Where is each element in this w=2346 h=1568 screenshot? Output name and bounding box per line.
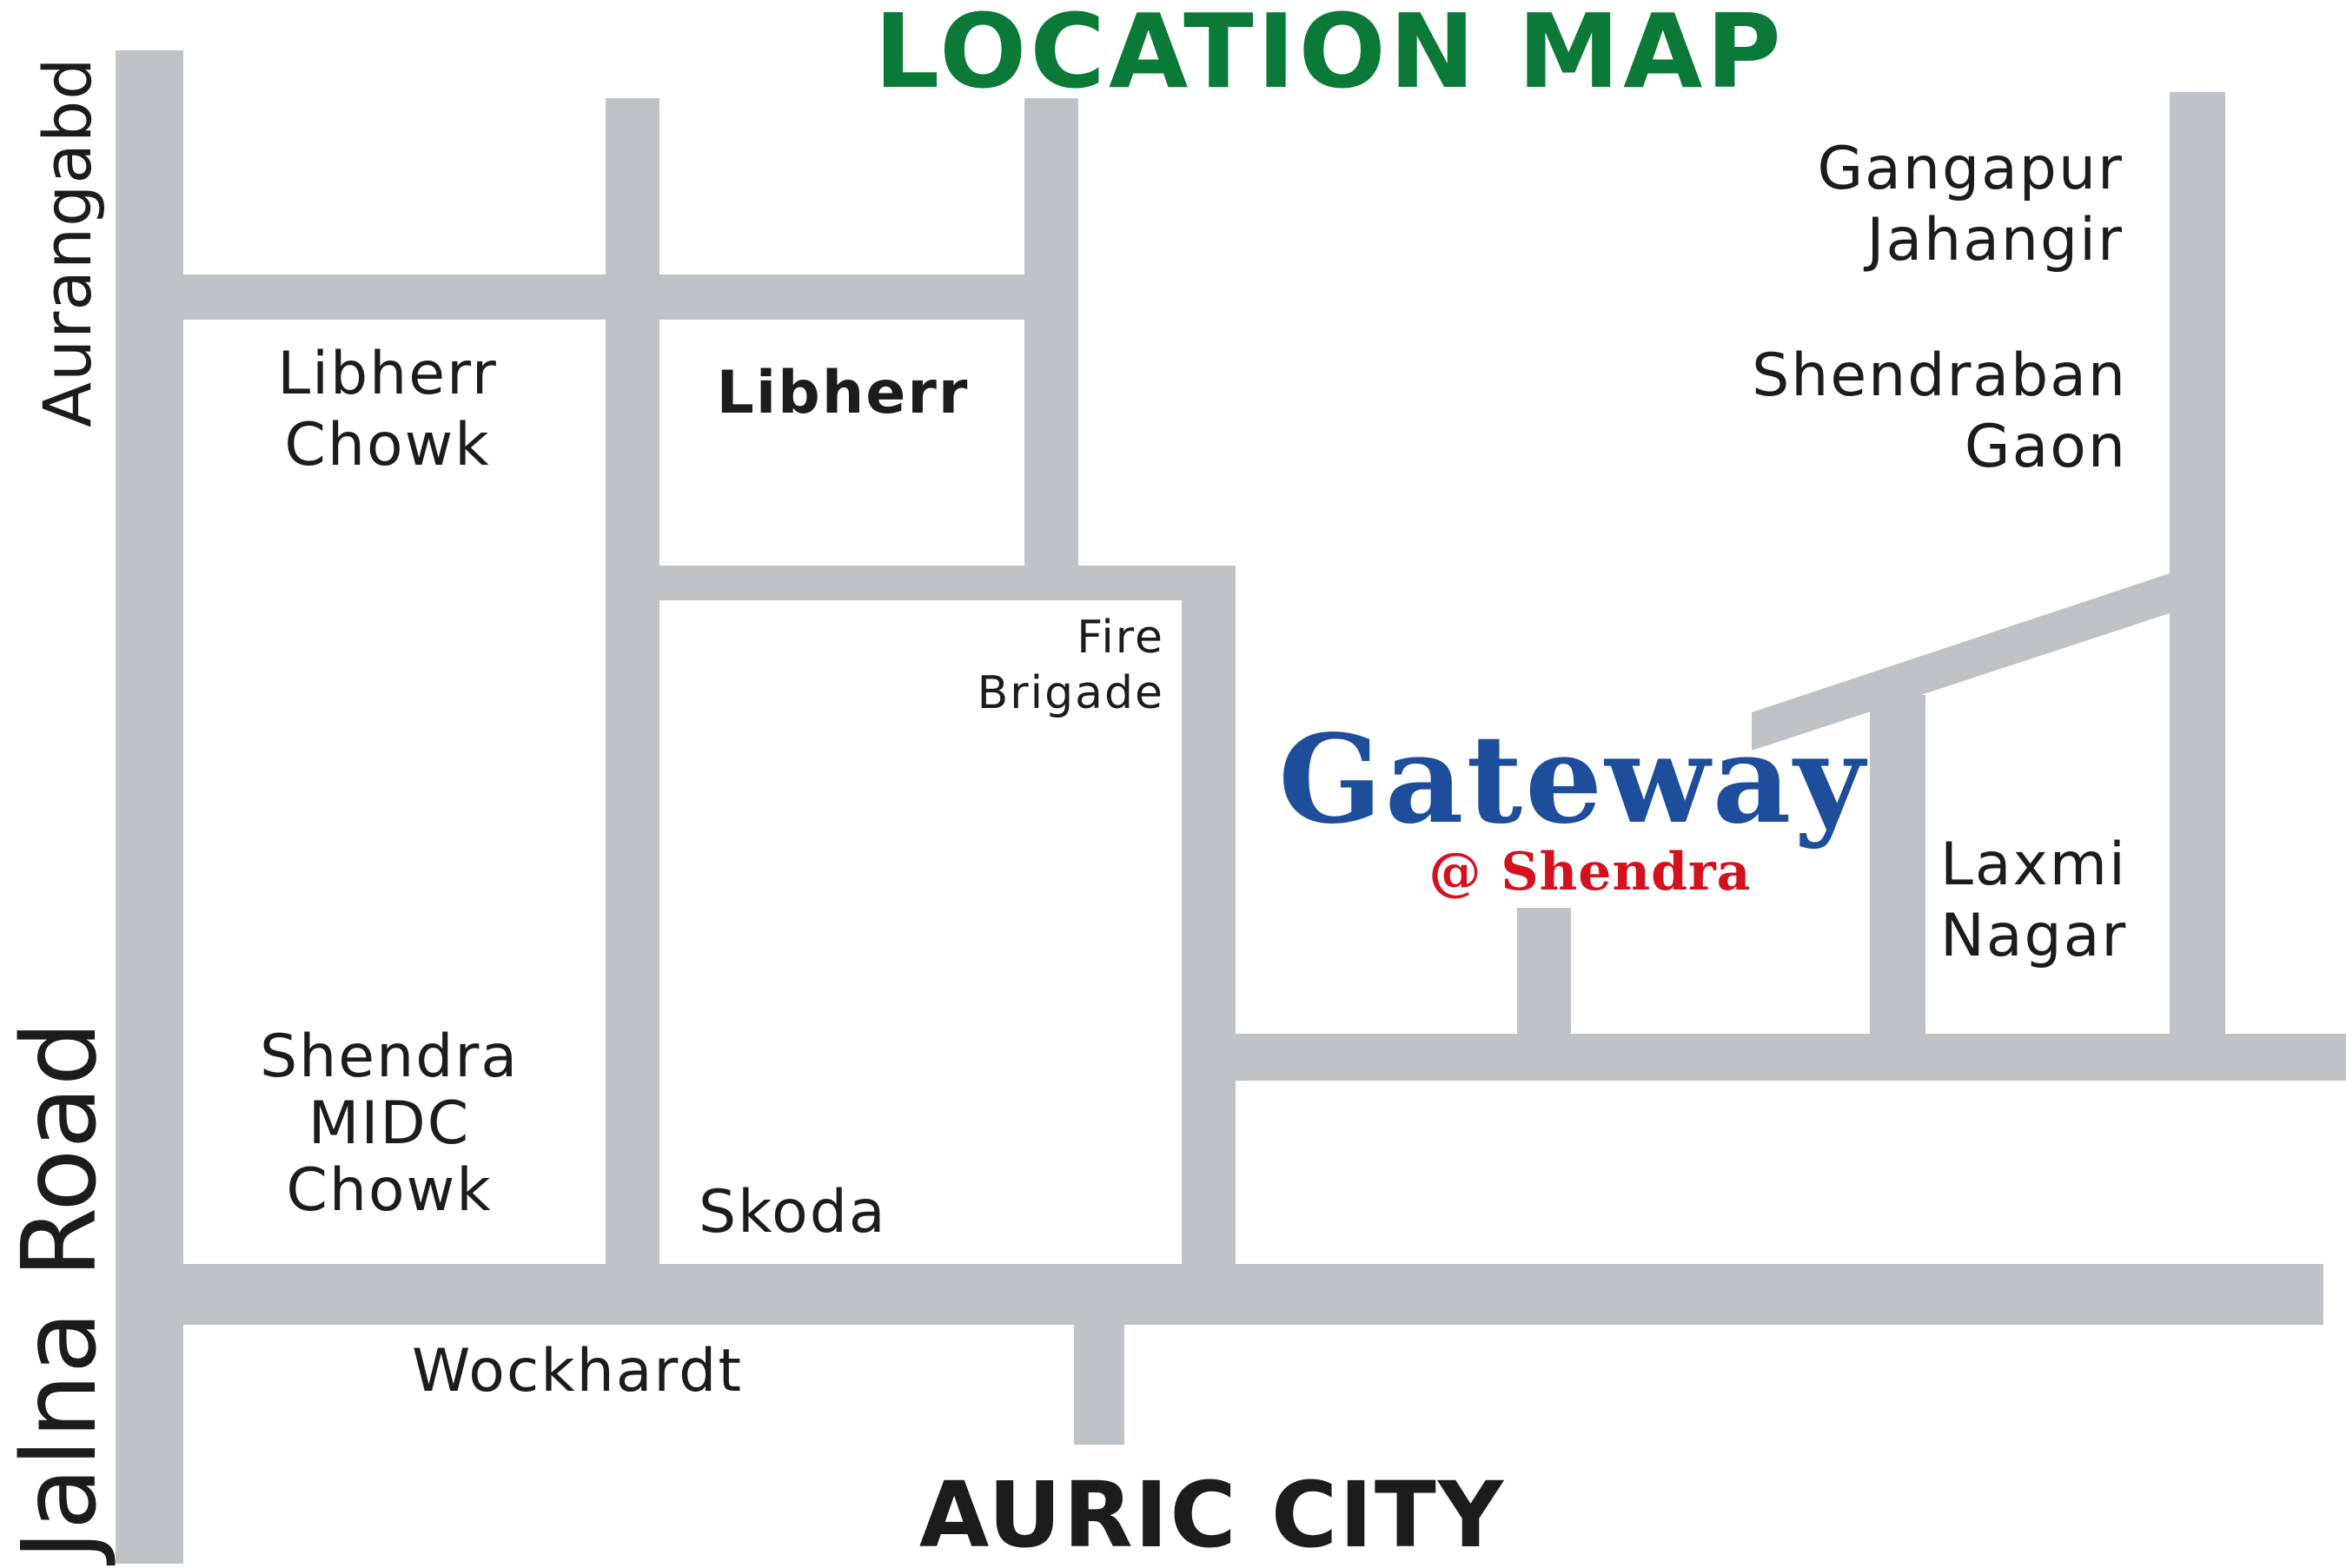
- road-laxmi-vertical: [1870, 695, 1925, 1034]
- place-line: Laxmi: [1940, 830, 2127, 899]
- place-fire-brigade: Fire Brigade: [869, 610, 1164, 721]
- place-line: Skoda: [699, 1178, 887, 1247]
- road-top-horizontal: [183, 275, 1024, 320]
- aurangabad-road-label: Aurangabd: [29, 56, 106, 427]
- place-line: Nagar: [1940, 902, 2128, 970]
- road-auric-stub: [1074, 1325, 1124, 1445]
- place-line: Gaon: [1964, 413, 2127, 481]
- place-line: Chowk: [284, 411, 491, 480]
- place-line: MIDC: [308, 1089, 471, 1158]
- road-far-right-vertical: [2170, 92, 2225, 1034]
- place-line: Libherr: [277, 340, 498, 408]
- place-libherr-chowk: Libherr Chowk: [214, 339, 561, 481]
- place-line: Brigade: [977, 667, 1164, 719]
- road-vertical-4: [1182, 566, 1236, 1264]
- road-middle-horizontal: [659, 566, 1236, 600]
- auric-city-label: AURIC CITY: [918, 1462, 1506, 1568]
- road-diagonal: [1752, 573, 2170, 751]
- road-bottom-horizontal: [183, 1264, 2323, 1325]
- road-vertical-3: [1024, 98, 1078, 566]
- brand-name: Gateway: [1278, 709, 1867, 851]
- place-line: Gangapur: [1817, 135, 2124, 203]
- place-laxmi-nagar: Laxmi Nagar: [1940, 830, 2184, 972]
- road-vertical-2: [606, 98, 659, 1264]
- place-line: Libherr: [716, 359, 970, 427]
- road-right-horizontal: [1236, 1034, 2346, 1081]
- brand-subtitle: @ Shendra: [1428, 842, 1752, 903]
- road-gateway-stub: [1517, 908, 1571, 1034]
- place-line: Wockhardt: [412, 1337, 743, 1406]
- place-libherr: Libherr: [686, 358, 999, 429]
- place-shendra-midc-chowk: Shendra MIDC Chowk: [215, 1023, 563, 1224]
- place-wockhardt: Wockhardt: [412, 1336, 864, 1407]
- place-skoda: Skoda: [699, 1177, 959, 1248]
- place-line: Jahangir: [1866, 206, 2124, 275]
- place-line: Chowk: [286, 1156, 493, 1225]
- place-shendraban-gaon: Shendraban Gaon: [1599, 341, 2127, 483]
- map-title: LOCATION MAP: [874, 0, 1785, 111]
- place-gangapur-jahangir: Gangapur Jahangir: [1599, 134, 2124, 276]
- place-line: Shendra: [260, 1022, 519, 1091]
- place-line: Shendraban: [1752, 341, 2127, 410]
- road-main-vertical: [116, 50, 183, 1564]
- place-line: Fire: [1077, 612, 1164, 664]
